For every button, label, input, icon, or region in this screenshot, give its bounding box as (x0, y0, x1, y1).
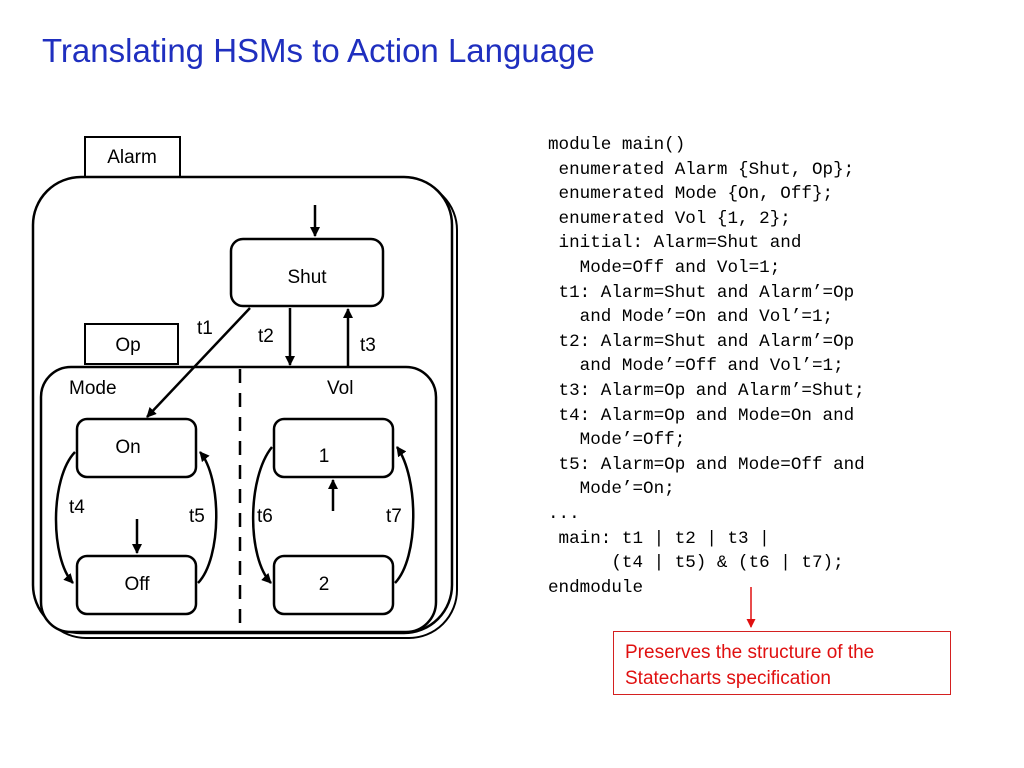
transition-t7-label: t7 (386, 506, 402, 527)
transition-t2-label: t2 (258, 326, 274, 347)
transition-t4-arrow (54, 451, 76, 584)
structure-note: Preserves the structure of the Statechar… (613, 631, 951, 695)
state-off-label: Off (125, 574, 151, 595)
code-line: ... (548, 503, 580, 524)
code-line: t2: Alarm=Shut and Alarm’=Op (548, 331, 855, 352)
code-line: enumerated Vol {1, 2}; (548, 208, 791, 229)
code-line: (t4 | t5) & (t6 | t7); (548, 553, 844, 574)
state-vol-1-label: 1 (319, 446, 330, 467)
transition-t5-arrow (197, 451, 218, 584)
alarm-tab (84, 136, 181, 180)
code-line: Mode’=Off; (548, 430, 686, 451)
code-line: t4: Alarm=Op and Mode=On and (548, 405, 855, 426)
code-line: main: t1 | t2 | t3 | (548, 528, 770, 549)
code-line: enumerated Alarm {Shut, Op}; (548, 159, 855, 180)
code-line: t1: Alarm=Shut and Alarm’=Op (548, 282, 855, 303)
state-on-label: On (115, 437, 140, 458)
state-on (75, 417, 198, 479)
transition-t3-label: t3 (360, 335, 376, 356)
state-vol-2-label: 2 (319, 574, 330, 595)
code-line: initial: Alarm=Shut and (548, 233, 802, 254)
code-line: Mode=Off and Vol=1; (548, 257, 781, 278)
state-shut-label: Shut (287, 267, 327, 288)
op-label: Op (115, 335, 140, 356)
code-line: module main() (548, 135, 686, 155)
action-language-code: module main() enumerated Alarm {Shut, Op… (548, 133, 865, 600)
code-line: and Mode’=Off and Vol’=1; (548, 356, 844, 377)
state-vol-1 (272, 417, 395, 479)
code-line: Mode’=On; (548, 479, 675, 500)
transition-t1-label: t1 (197, 318, 213, 339)
code-line: t5: Alarm=Op and Mode=Off and (548, 454, 865, 475)
transition-t7-arrow (394, 446, 415, 584)
state-shut (229, 237, 385, 308)
vol-region-label: Vol (327, 378, 353, 399)
slide-title: Translating HSMs to Action Language (42, 32, 595, 69)
state-off (75, 554, 198, 616)
code-line: enumerated Mode {On, Off}; (548, 184, 834, 205)
transition-t6-arrow (251, 446, 273, 584)
op-tab (84, 323, 179, 365)
code-line: t3: Alarm=Op and Alarm’=Shut; (548, 380, 865, 401)
code-line: endmodule (548, 577, 644, 598)
transition-t5-label: t5 (189, 506, 205, 527)
transition-t4-label: t4 (69, 497, 85, 518)
code-line: and Mode’=On and Vol’=1; (548, 307, 834, 328)
state-vol-2 (272, 554, 395, 616)
transition-t6-label: t6 (257, 506, 273, 527)
alarm-label: Alarm (107, 147, 157, 168)
transition-t1-arrow (146, 307, 251, 418)
mode-region-label: Mode (69, 378, 117, 399)
